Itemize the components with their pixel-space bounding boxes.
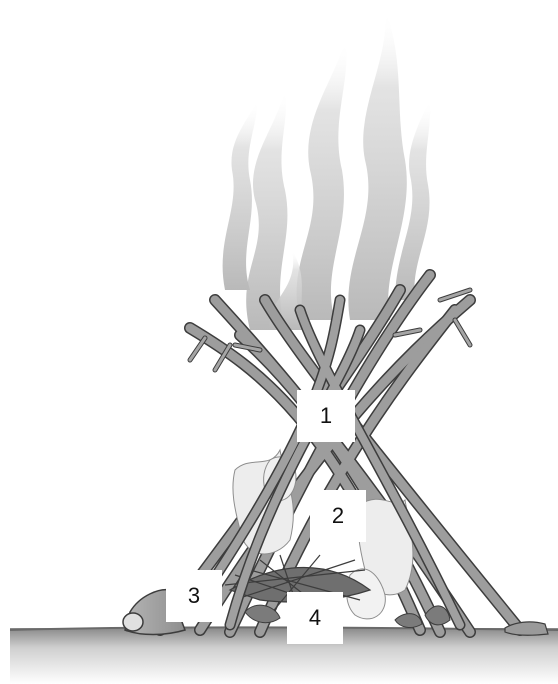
ground-icon (10, 628, 558, 684)
label-4: 4 (287, 592, 343, 644)
label-2: 2 (310, 490, 366, 542)
smoke-icon (297, 40, 347, 320)
label-3: 3 (166, 570, 222, 622)
label-1: 1 (297, 390, 355, 442)
smoke (223, 10, 431, 330)
